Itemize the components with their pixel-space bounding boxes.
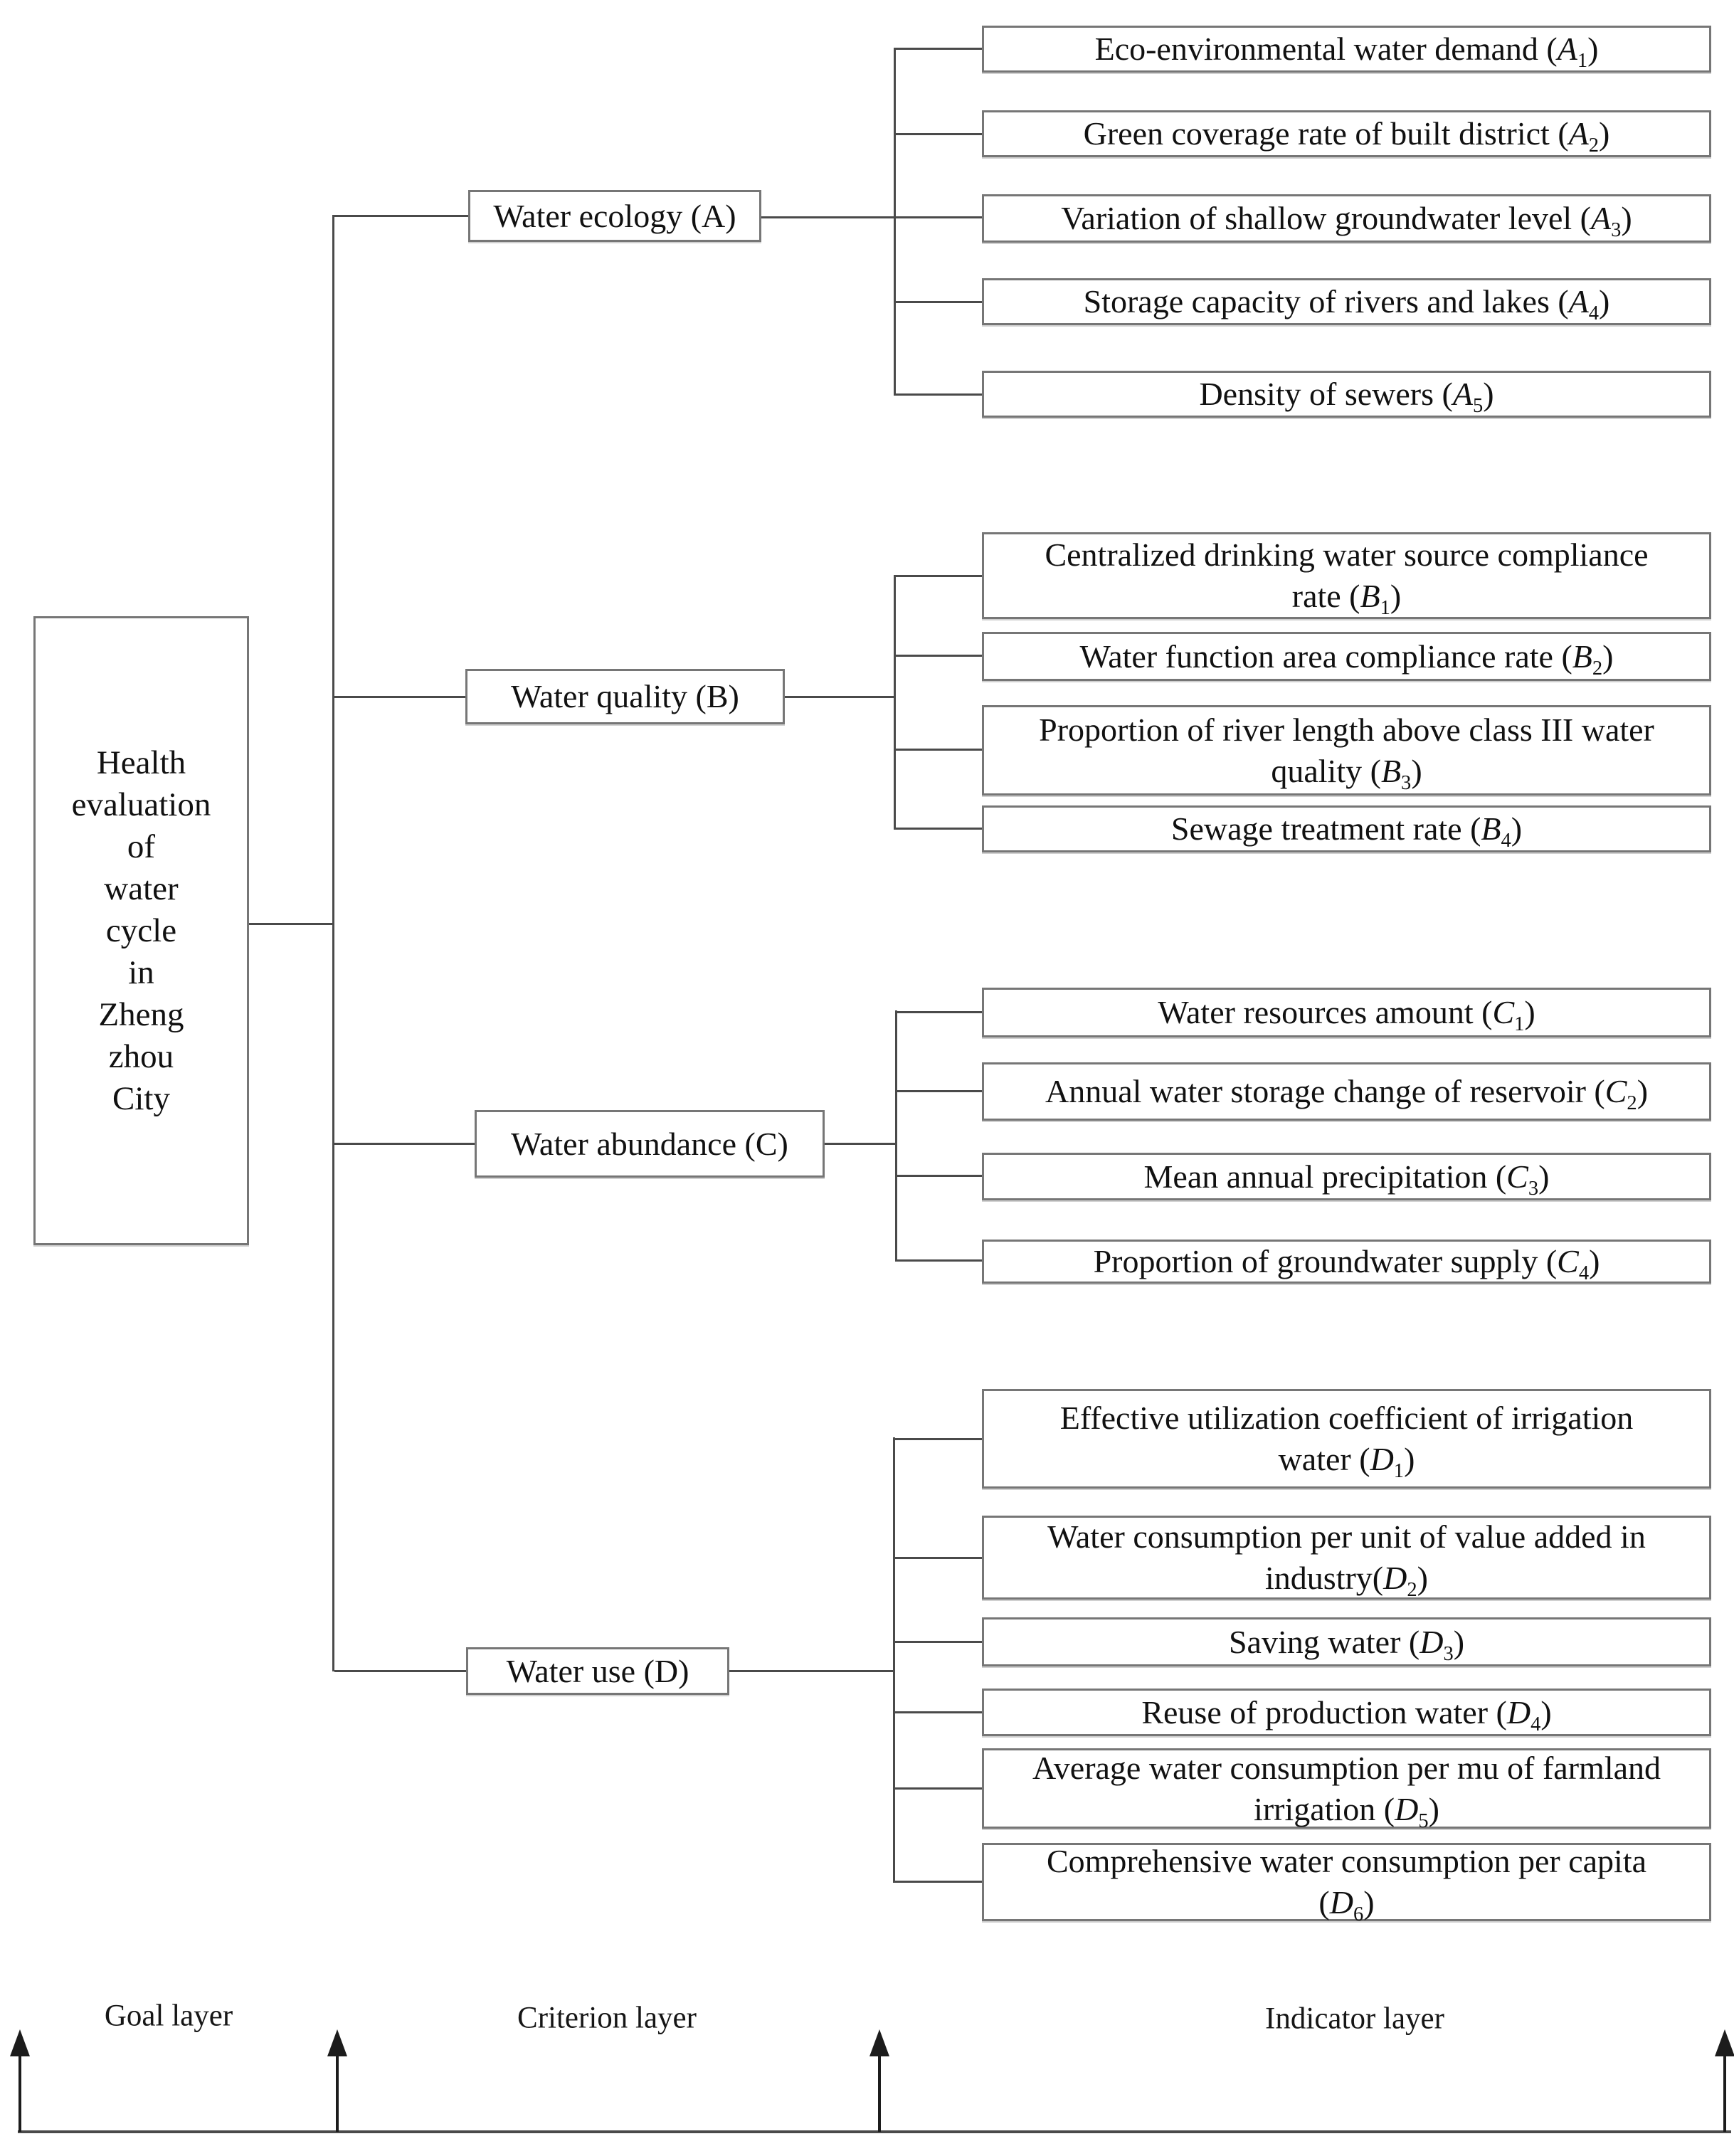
group-c-spine-line	[895, 1010, 897, 1262]
indicator-label: Density of sewers (A5)	[1199, 376, 1494, 418]
criterion-box-water-abundance: Water abundance (C)	[475, 1110, 825, 1178]
layer-baseline	[18, 2130, 1731, 2133]
indicator-label: Saving water (D3)	[1228, 1623, 1465, 1665]
indicator-box-d5: Average water consumption per mu of farm…	[982, 1748, 1711, 1832]
indicator-box-b3: Proportion of river length above class I…	[982, 705, 1711, 796]
indicator-label: Eco-environmental water demand (A1)	[1094, 31, 1599, 73]
branch-a3-line	[894, 216, 982, 218]
branch-b3-line	[894, 749, 982, 751]
indicator-box-c2: Annual water storage change of reservoir…	[982, 1062, 1711, 1121]
branch-b1-line	[894, 575, 982, 577]
criterion-layer-label: Criterion layer	[517, 2001, 697, 2035]
criterion-box-water-ecology: Water ecology (A)	[468, 190, 761, 242]
branch-d6-line	[893, 1881, 982, 1883]
indicator-label: Reuse of production water (D4)	[1141, 1693, 1552, 1735]
indicator-label: Comprehensive water consumption per capi…	[1046, 1843, 1647, 1926]
layer-arrow-head-2	[327, 2029, 347, 2056]
criterion-a-connector-line	[334, 215, 468, 217]
indicator-box-b1: Centralized drinking water source compli…	[982, 532, 1711, 619]
indicator-layer-label: Indicator layer	[1265, 2002, 1444, 2036]
indicator-box-a2: Green coverage rate of built district (A…	[982, 110, 1711, 157]
criterion-d-connector-line	[334, 1670, 466, 1672]
indicator-label: Effective utilization coefficient of irr…	[1059, 1400, 1634, 1483]
layer-arrow-head-1	[10, 2029, 30, 2056]
branch-d1-line	[893, 1438, 982, 1440]
indicator-label: Proportion of groundwater supply (C4)	[1093, 1243, 1600, 1285]
indicator-label: Annual water storage change of reservoir…	[1045, 1073, 1649, 1115]
criterion-c-connector-line	[334, 1143, 475, 1145]
layer-arrow-shaft-1	[18, 2054, 21, 2132]
branch-c1-line	[895, 1011, 982, 1013]
goal-connector-line	[249, 923, 334, 925]
group-d-link-line	[729, 1670, 895, 1672]
indicator-label: Centralized drinking water source compli…	[1045, 537, 1649, 620]
criterion-box-water-use: Water use (D)	[466, 1647, 729, 1695]
criterion-label: Water abundance (C)	[511, 1125, 788, 1162]
indicator-label: Average water consumption per mu of farm…	[1032, 1749, 1661, 1832]
indicator-box-a1: Eco-environmental water demand (A1)	[982, 26, 1711, 73]
indicator-box-a5: Density of sewers (A5)	[982, 371, 1711, 418]
branch-c4-line	[895, 1259, 982, 1262]
group-c-link-line	[825, 1143, 897, 1145]
indicator-label: Water function area compliance rate (B2)	[1079, 638, 1614, 680]
indicator-label: Mean annual precipitation (C3)	[1143, 1158, 1550, 1200]
indicator-label: Sewage treatment rate (B4)	[1170, 810, 1523, 852]
layer-arrow-head-3	[869, 2029, 889, 2056]
layer-arrow-shaft-3	[878, 2054, 881, 2132]
indicator-box-d2: Water consumption per unit of value adde…	[982, 1516, 1711, 1600]
group-b-spine-line	[894, 575, 896, 830]
group-d-spine-line	[893, 1437, 895, 1883]
indicator-box-d3: Saving water (D3)	[982, 1617, 1711, 1666]
indicator-label: Green coverage rate of built district (A…	[1083, 115, 1610, 157]
group-a-spine-line	[894, 48, 896, 396]
indicator-box-c4: Proportion of groundwater supply (C4)	[982, 1240, 1711, 1284]
branch-b2-line	[894, 655, 982, 657]
indicator-box-b4: Sewage treatment rate (B4)	[982, 805, 1711, 852]
group-a-link-line	[761, 216, 896, 218]
indicator-label: Water consumption per unit of value adde…	[1047, 1518, 1646, 1602]
indicator-box-d1: Effective utilization coefficient of irr…	[982, 1389, 1711, 1489]
layer-arrow-shaft-4	[1723, 2054, 1726, 2132]
indicator-box-a3: Variation of shallow groundwater level (…	[982, 194, 1711, 243]
indicator-box-d6: Comprehensive water consumption per capi…	[982, 1843, 1711, 1926]
criterion-b-connector-line	[334, 696, 465, 698]
branch-a4-line	[894, 301, 982, 303]
branch-a1-line	[894, 48, 982, 50]
branch-d5-line	[893, 1787, 982, 1790]
goal-layer-label: Goal layer	[104, 1999, 233, 2033]
branch-c3-line	[895, 1175, 982, 1177]
layer-arrow-head-4	[1715, 2029, 1734, 2056]
indicator-box-c1: Water resources amount (C1)	[982, 988, 1711, 1037]
branch-a5-line	[894, 393, 982, 396]
criterion-box-water-quality: Water quality (B)	[465, 669, 785, 724]
criterion-label: Water ecology (A)	[493, 197, 736, 234]
indicator-label: Water resources amount (C1)	[1158, 994, 1535, 1036]
branch-d2-line	[893, 1557, 982, 1559]
criterion-label: Water quality (B)	[511, 678, 739, 714]
indicator-box-d4: Reuse of production water (D4)	[982, 1689, 1711, 1736]
indicator-label: Proportion of river length above class I…	[1039, 711, 1654, 794]
branch-c2-line	[895, 1090, 982, 1092]
criterion-label: Water use (D)	[506, 1652, 689, 1689]
layer-arrow-shaft-2	[336, 2054, 339, 2132]
indicator-label: Variation of shallow groundwater level (…	[1061, 200, 1632, 242]
group-b-link-line	[785, 696, 896, 698]
branch-b4-line	[894, 828, 982, 830]
trunk-line	[332, 215, 334, 1671]
branch-d3-line	[893, 1641, 982, 1643]
indicator-box-c3: Mean annual precipitation (C3)	[982, 1153, 1711, 1200]
indicator-box-a4: Storage capacity of rivers and lakes (A4…	[982, 278, 1711, 325]
branch-a2-line	[894, 133, 982, 135]
branch-d4-line	[893, 1711, 982, 1713]
indicator-box-b2: Water function area compliance rate (B2)	[982, 632, 1711, 681]
indicator-label: Storage capacity of rivers and lakes (A4…	[1083, 283, 1610, 325]
